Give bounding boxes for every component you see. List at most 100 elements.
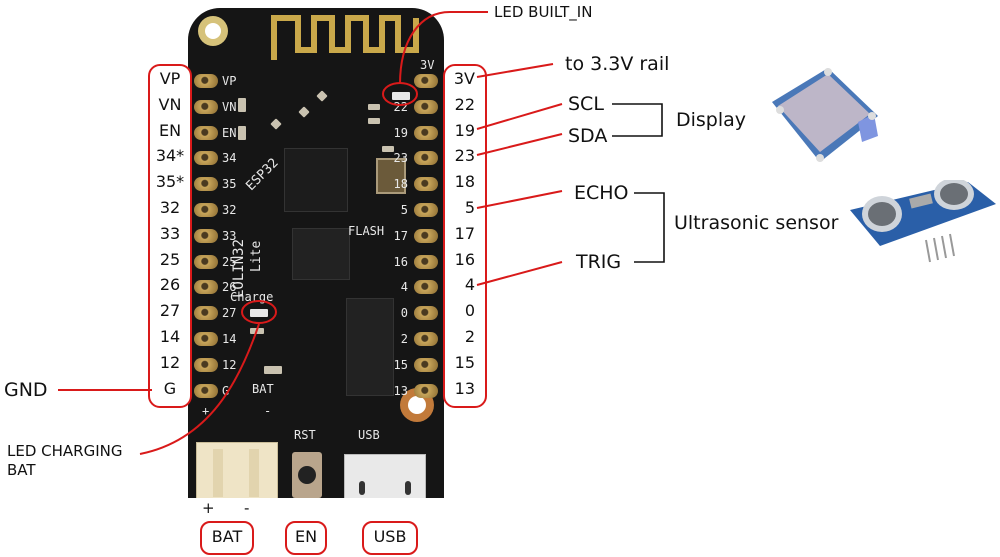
- silk-bat: BAT: [252, 382, 274, 396]
- left-pin-label: 26: [159, 275, 181, 295]
- left-pin-label: VP: [159, 69, 181, 88]
- leader-19: [476, 103, 563, 130]
- smd-component: [316, 90, 328, 102]
- pcb-antenna: [271, 15, 419, 60]
- callout-led-charging-line2: BAT: [7, 461, 36, 479]
- silk-right-pin: 0: [400, 306, 408, 321]
- bracket-display: [612, 103, 663, 137]
- left-pin-label: G: [163, 378, 177, 398]
- callout-scl: SCL: [568, 93, 604, 115]
- silk-right-pin: 2: [400, 332, 408, 346]
- flash-chip: [292, 228, 350, 280]
- smd-component: [298, 106, 310, 118]
- left-pin-label: 32: [159, 198, 181, 217]
- esp32-chip: [284, 148, 348, 212]
- right-pin-label: 13: [454, 378, 475, 398]
- callout-ultrasonic: Ultrasonic sensor: [674, 212, 839, 234]
- header-pad-right: [414, 357, 438, 372]
- silk-right-pin: 23: [393, 151, 408, 166]
- right-pin-label: 2: [464, 327, 475, 346]
- silk-plus: +: [202, 404, 210, 418]
- header-pad-right: [414, 177, 438, 192]
- bat-minus-label: -: [244, 499, 250, 517]
- header-pad-right: [414, 383, 438, 398]
- header-pad-right: [414, 203, 438, 217]
- bottom-label-usb: USB: [362, 521, 418, 555]
- right-pin-label: 16: [454, 249, 475, 269]
- ultrasonic-sensor-module: [850, 180, 996, 263]
- smd-component: [250, 328, 264, 334]
- silk-left-pin: 33: [222, 228, 237, 243]
- header-pad-left: [194, 203, 218, 217]
- right-pin-label: 17: [454, 223, 475, 243]
- left-pin-label: 27: [159, 301, 181, 321]
- silk-right-pin: 13: [393, 383, 408, 398]
- header-pad-left: [194, 228, 218, 243]
- silk-left-pin: G: [222, 383, 230, 398]
- header-pad-right: [414, 306, 438, 321]
- silk-right-pin: 5: [400, 203, 408, 217]
- header-pad-left: [194, 177, 218, 192]
- left-pin-label: 34*: [155, 146, 185, 166]
- silk-left-pin: 25: [222, 254, 237, 269]
- micro-usb-port[interactable]: [344, 454, 426, 498]
- silk-left-pin: 32: [222, 203, 237, 217]
- header-pad-left: [194, 99, 218, 114]
- silk-right-pin: 22: [393, 99, 408, 114]
- silk-right-pin: 15: [393, 357, 408, 372]
- silk-left-pin: VN: [222, 99, 237, 114]
- silk-left-pin: 27: [222, 306, 237, 321]
- left-pin-label: VN: [158, 94, 182, 114]
- right-pin-label: 23: [454, 146, 475, 166]
- right-pin-label: 18: [454, 172, 475, 192]
- callout-led-charging-line1: LED CHARGING: [7, 442, 123, 460]
- header-pad-right: [414, 280, 438, 295]
- right-pin-label: 19: [454, 120, 475, 140]
- silk-charge: Charge: [230, 290, 274, 304]
- header-pad-left: [194, 151, 218, 166]
- left-pin-label: 12: [159, 352, 181, 372]
- smd-component: [238, 98, 246, 112]
- smd-component: [238, 126, 246, 140]
- header-pad-left: [194, 332, 218, 346]
- reset-button[interactable]: [292, 452, 322, 498]
- header-pad-right: [414, 99, 438, 114]
- silk-right-pin: 18: [393, 177, 408, 192]
- silk-flash: FLASH: [348, 224, 385, 238]
- builtin-led: [392, 92, 410, 100]
- left-pin-label: 33: [159, 223, 181, 243]
- header-pad-left: [194, 254, 218, 269]
- leader-5: [476, 190, 563, 209]
- silk-minus: -: [264, 404, 272, 418]
- header-pad-left: [194, 125, 218, 140]
- callout-trig: TRIG: [576, 251, 622, 273]
- right-pin-label: 3V: [453, 69, 475, 88]
- header-pad-right: [414, 254, 438, 269]
- left-pin-label: EN: [158, 120, 182, 140]
- leader-23: [476, 133, 563, 156]
- header-pad-right: [414, 228, 438, 243]
- right-pin-label: 4: [464, 275, 475, 295]
- left-pin-label: 14: [159, 327, 181, 346]
- mounting-hole-top: [198, 16, 228, 46]
- silk-left-pin: EN: [222, 125, 237, 140]
- header-pad-right: [414, 151, 438, 166]
- smd-component: [368, 118, 380, 124]
- header-pad-left: [194, 280, 218, 295]
- right-pin-label: 15: [454, 352, 475, 372]
- silk-left-pin: 34: [222, 151, 237, 166]
- silk-esp32: ESP32: [243, 155, 282, 194]
- silk-lite: Lite: [249, 240, 264, 272]
- silk-right-pin: 4: [400, 280, 408, 295]
- usb-serial-chip: [346, 298, 394, 396]
- oled-display-module: [772, 64, 880, 162]
- smd-component: [382, 146, 394, 152]
- left-pin-label: 25: [159, 249, 181, 269]
- right-pin-label: 22: [454, 94, 475, 114]
- smd-component: [368, 104, 380, 110]
- header-pad-left: [194, 74, 218, 88]
- silk-right-pin: 17: [393, 228, 408, 243]
- header-pad-left: [194, 306, 218, 321]
- callout-led-builtin: LED BUILT_IN: [494, 3, 593, 21]
